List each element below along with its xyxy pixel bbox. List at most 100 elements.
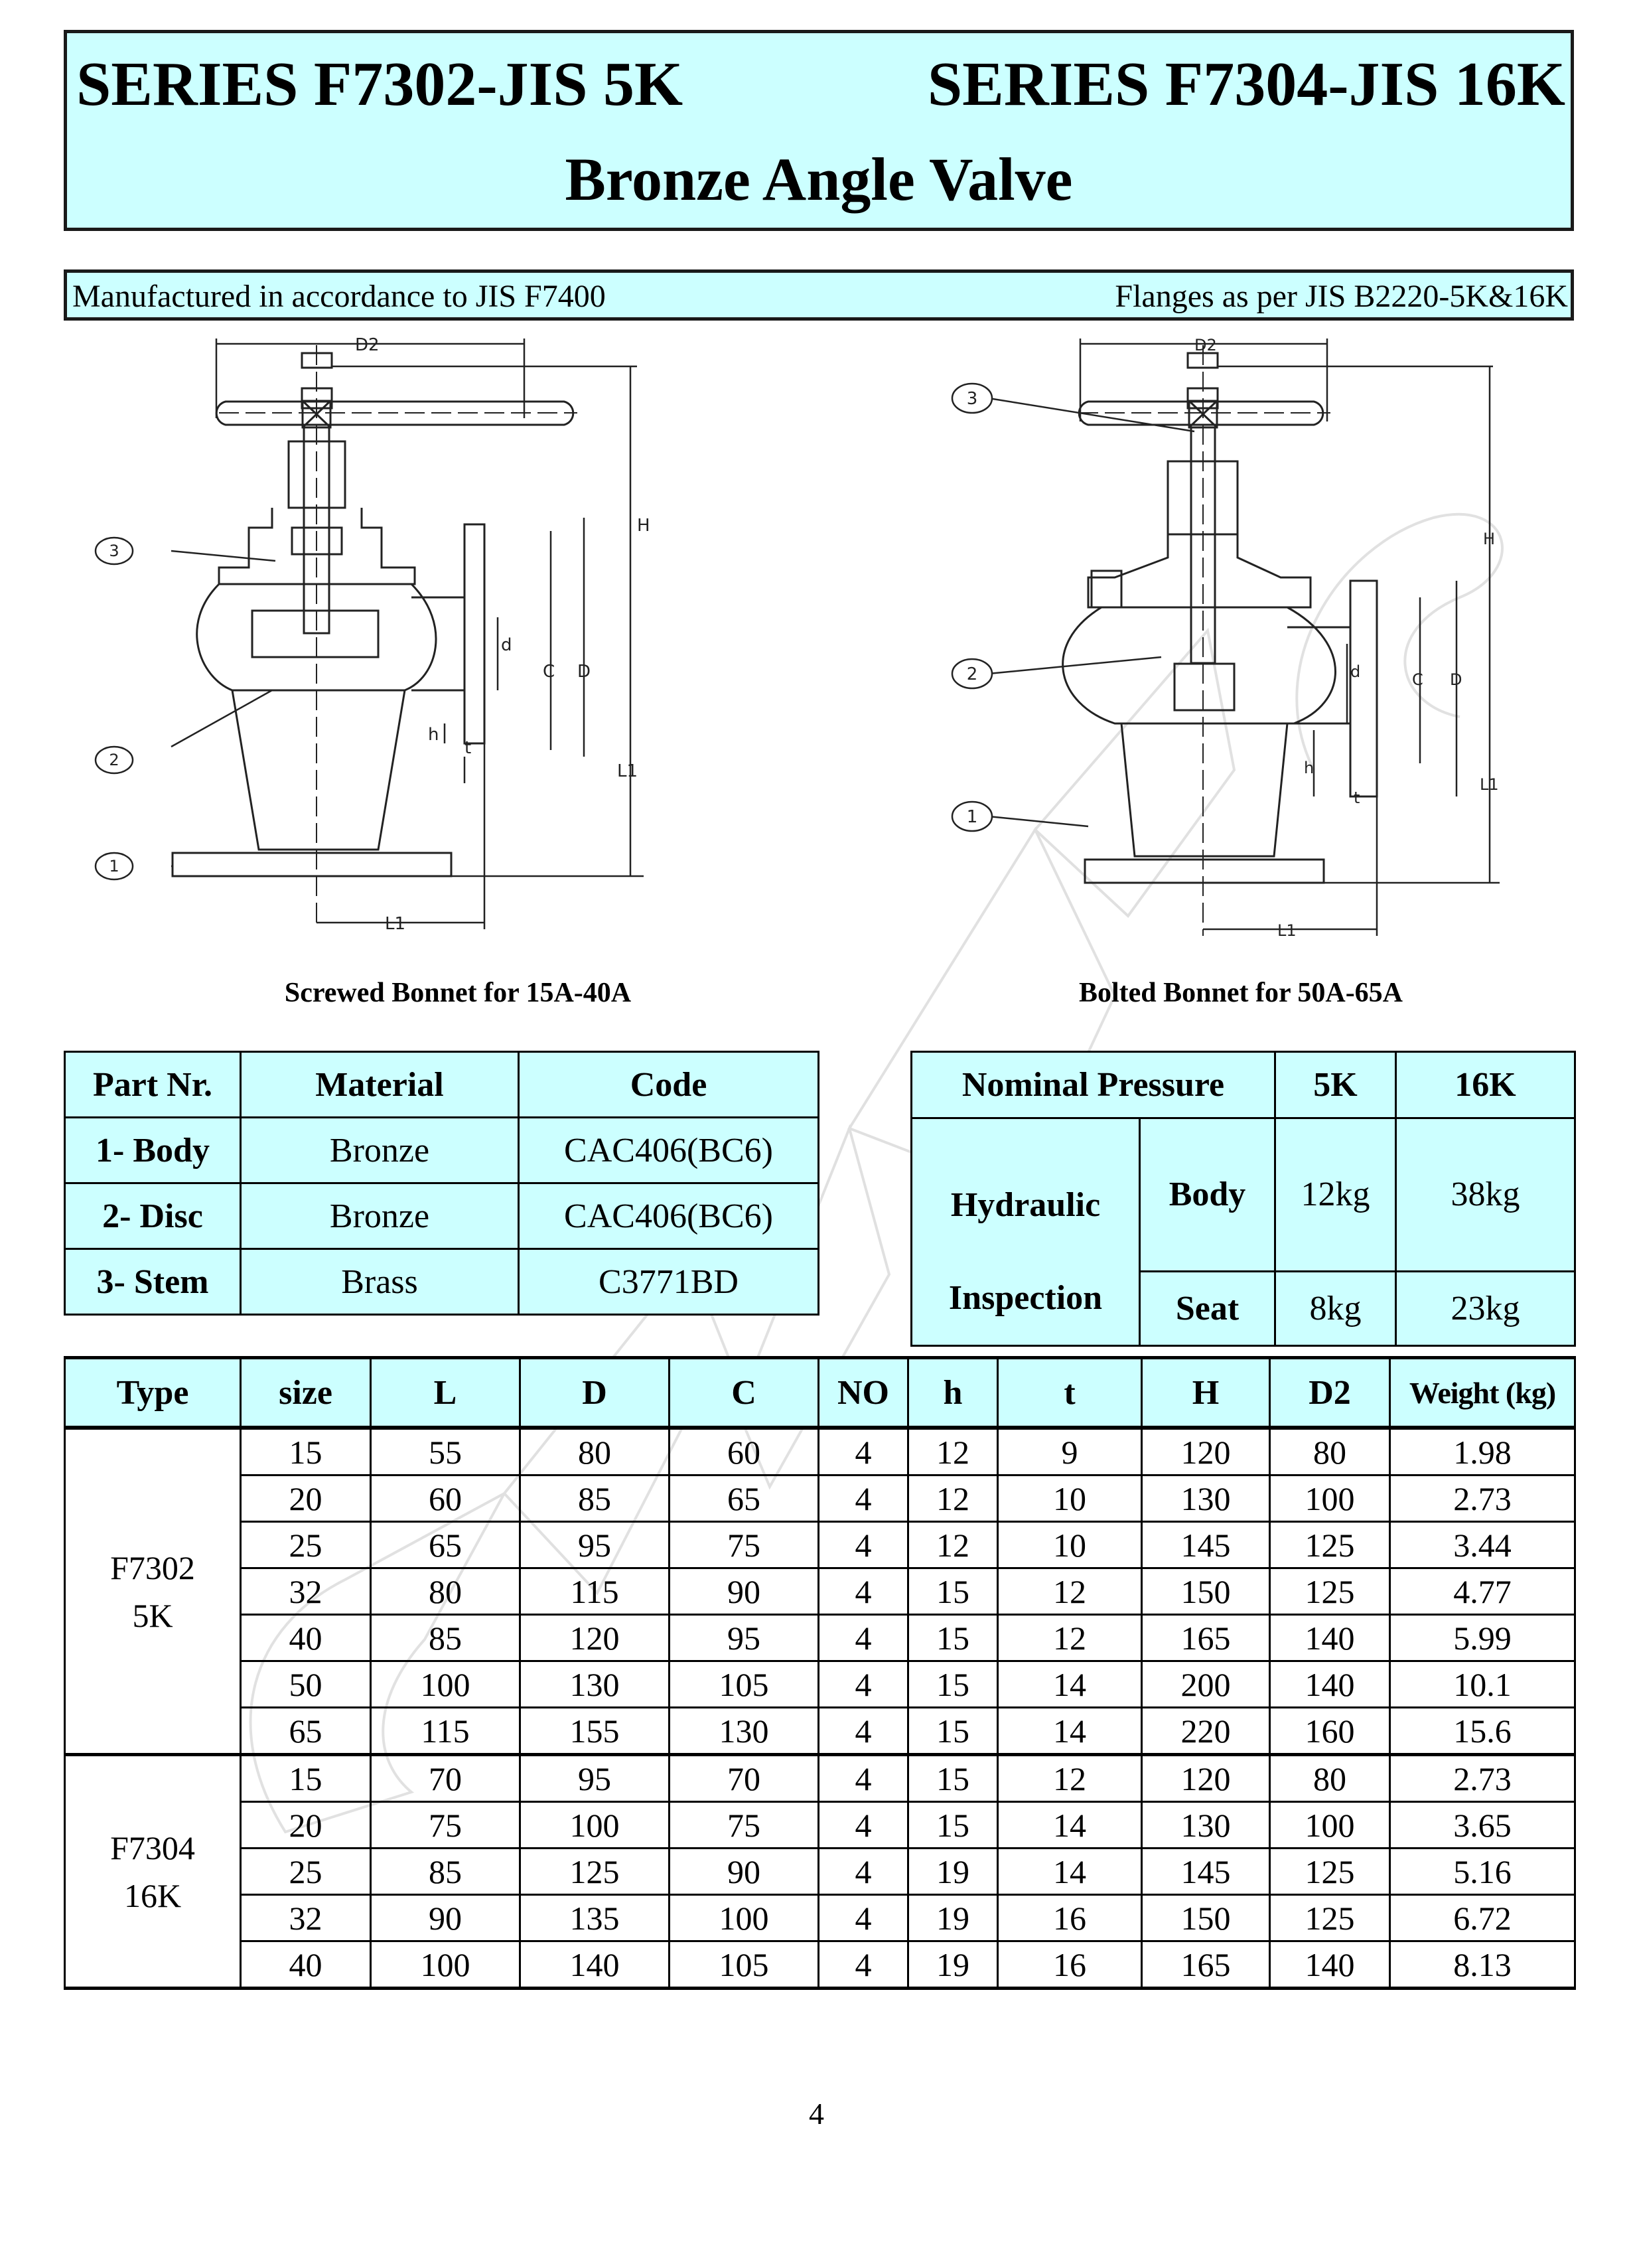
cell-h: 165 [1141,1614,1271,1662]
valve-body [1062,606,1336,725]
cell-t: 12 [997,1614,1143,1662]
bonnet [218,508,416,585]
manufacturing-standard: Manufactured in accordance to JIS F7400 [72,279,606,314]
header-material: Material [240,1051,520,1118]
cell-t: 12 [997,1567,1143,1616]
cell-d2: 125 [1269,1894,1391,1942]
cell-l: 100 [370,1940,521,1990]
side-flange [463,523,486,745]
cell-no: 4 [817,1754,909,1803]
cell-d: 125 [519,1847,670,1896]
header-16k: 16K [1395,1051,1576,1119]
parts-material-table: Part Nr. Material Code 1- Body Bronze CA… [64,1051,819,1316]
column-header: t [997,1357,1143,1430]
cell-d: 95 [519,1754,670,1803]
column-header: D [519,1357,670,1430]
column-header: NO [817,1357,909,1430]
cell-l: 80 [370,1567,521,1616]
cell-d: 115 [519,1567,670,1616]
table-row: 3- Stem Brass C3771BD [64,1248,819,1316]
header-5k: 5K [1274,1051,1397,1119]
cell-no: 4 [817,1474,909,1523]
cell-h: 130 [1141,1474,1271,1523]
cell-l: 60 [370,1474,521,1523]
cell-c: 90 [668,1847,819,1896]
cell-no: 4 [817,1801,909,1849]
cell-t: 16 [997,1940,1143,1990]
cell-d: 130 [519,1660,670,1708]
type-model: F7302 [110,1549,195,1586]
bonnet [1087,534,1312,609]
cell-h: 12 [907,1474,999,1523]
callout-3-label: 3 [109,542,119,560]
dim-label-small-d: d [1350,662,1360,681]
cell-d2: 160 [1269,1706,1391,1756]
title-banner: SERIES F7302-JIS 5K SERIES F7304-JIS 16K… [64,30,1574,231]
cell-weight-kg: 5.99 [1389,1614,1576,1662]
cell-size: 40 [240,1940,372,1990]
cell-no: 4 [817,1567,909,1616]
pressure-test-table: Nominal Pressure 5K 16K Hydraulic Inspec… [910,1051,1576,1347]
cell-d: 100 [519,1801,670,1849]
cell-h: 150 [1141,1894,1271,1942]
type-rating: 16K [123,1876,182,1914]
cell-t: 14 [997,1847,1143,1896]
cell-h: 15 [907,1754,999,1803]
part-name: 3- Stem [64,1248,242,1316]
type-rating: 5K [132,1596,173,1634]
cell-weight-kg: 3.44 [1389,1521,1576,1569]
cell-h: 120 [1141,1754,1271,1803]
handwheel [215,400,575,426]
table-row: 1- Body Bronze CAC406(BC6) [64,1116,819,1184]
cell-h: 15 [907,1614,999,1662]
body-label: Body [1139,1117,1276,1272]
valve-body [196,583,437,692]
dim-label-c: C [1412,670,1423,689]
dim-label-d2: D2 [355,335,380,355]
cell-h: 120 [1141,1426,1271,1476]
code: C3771BD [518,1248,819,1316]
column-header: size [240,1357,372,1430]
cell-weight-kg: 5.16 [1389,1847,1576,1896]
type-model: F7304 [110,1829,195,1866]
callout-1-label: 1 [109,857,119,875]
cell-l: 65 [370,1521,521,1569]
cell-size: 25 [240,1847,372,1896]
cell-d: 155 [519,1706,670,1756]
part-name: 2- Disc [64,1182,242,1250]
flange-standard: Flanges as per JIS B2220-5K&16K [1115,279,1568,314]
cell-weight-kg: 2.73 [1389,1474,1576,1523]
callout-2-label: 2 [967,664,978,684]
body-16k-value: 38kg [1395,1117,1576,1272]
callout-1-label: 1 [967,807,978,827]
cell-h: 15 [907,1801,999,1849]
standards-bar: Manufactured in accordance to JIS F7400 … [64,269,1574,321]
code: CAC406(BC6) [518,1182,819,1250]
cell-weight-kg: 8.13 [1389,1940,1576,1990]
cell-c: 105 [668,1940,819,1990]
series-title-5k: SERIES F7302-JIS 5K [76,50,683,119]
bonnet-bolt [1090,569,1123,609]
cell-d2: 140 [1269,1660,1391,1708]
screwed-bonnet-drawing: D2 H C D L1 d h t L1 [171,335,650,934]
cell-c: 95 [668,1614,819,1662]
table-row: 2- Disc Bronze CAC406(BC6) [64,1182,819,1250]
material: Brass [240,1248,520,1316]
cell-c: 90 [668,1567,819,1616]
cell-c: 65 [668,1474,819,1523]
cell-weight-kg: 4.77 [1389,1567,1576,1616]
cell-h: 19 [907,1940,999,1990]
cell-no: 4 [817,1614,909,1662]
cell-d: 140 [519,1940,670,1990]
cell-c: 70 [668,1754,819,1803]
cell-d2: 125 [1269,1847,1391,1896]
dim-label-h: H [637,516,650,536]
code: CAC406(BC6) [518,1116,819,1184]
